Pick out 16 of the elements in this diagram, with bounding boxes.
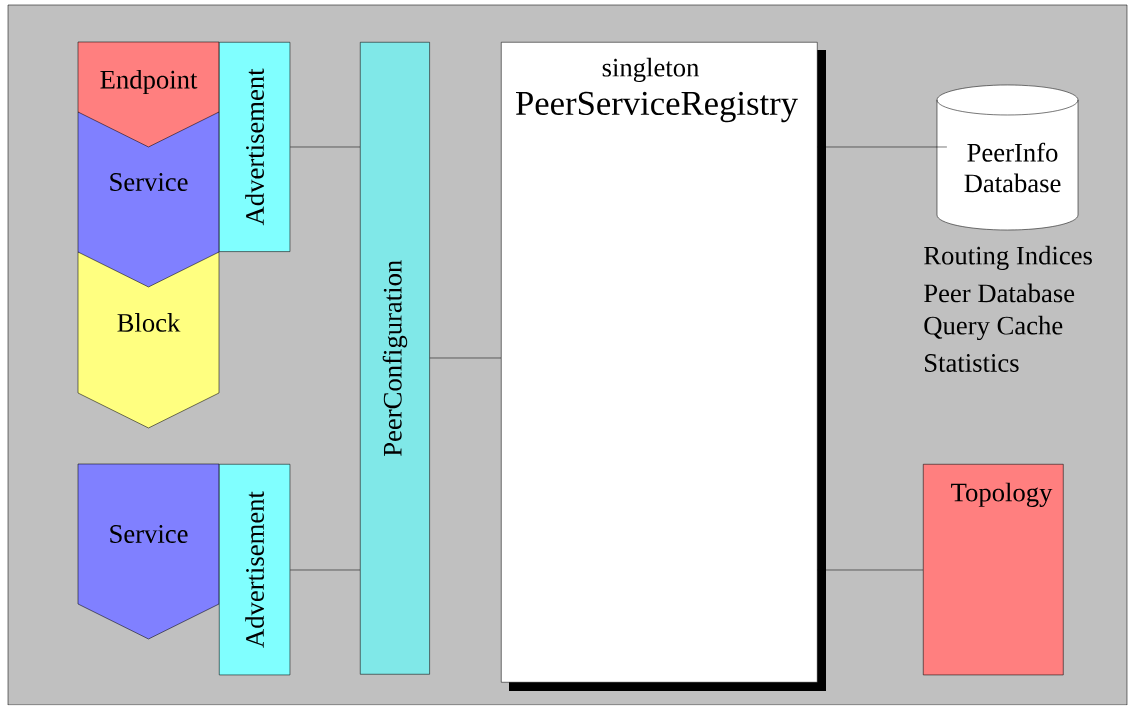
connector-line <box>817 569 924 571</box>
registry-box: singleton PeerServiceRegistry <box>501 42 826 691</box>
database-cylinder: PeerInfo Database <box>936 84 1079 231</box>
connector-line <box>817 146 948 148</box>
note-text: Query Cache <box>924 315 1063 341</box>
advertisement-box: Advertisement <box>219 42 291 252</box>
connector-line <box>289 146 361 148</box>
endpoint-block: Endpoint <box>77 41 220 148</box>
advertisement-box: Advertisement <box>219 464 291 676</box>
connector-line <box>289 569 361 571</box>
note-text: Routing Indices <box>924 245 1092 271</box>
connector-line <box>429 357 502 359</box>
note-text: Peer Database <box>924 283 1075 303</box>
configuration-bar: PeerConfiguration <box>360 42 430 675</box>
topology-box: Topology <box>923 464 1064 676</box>
note-text: Statistics <box>925 354 1019 372</box>
